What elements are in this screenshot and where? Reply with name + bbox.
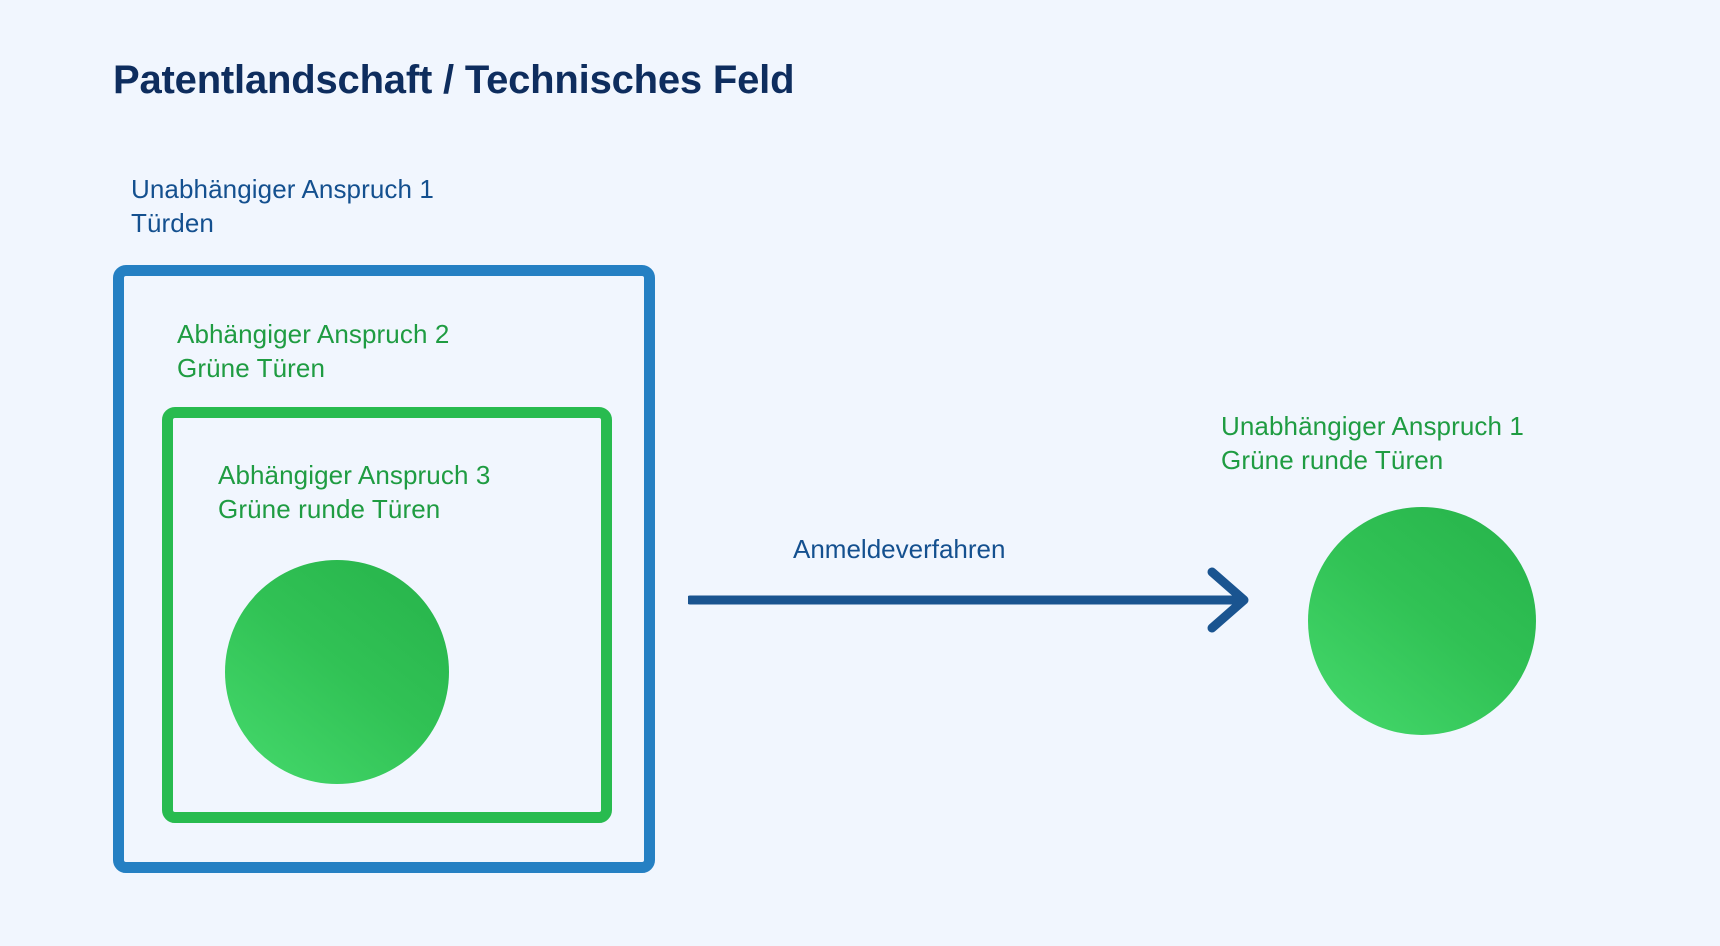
- claim-3-circle: [225, 560, 449, 784]
- result-claim-label: Unabhängiger Anspruch 1 Grüne runde Türe…: [1221, 411, 1524, 476]
- claim-1-label: Unabhängiger Anspruch 1 Türden: [131, 174, 434, 239]
- claim-3-label: Abhängiger Anspruch 3 Grüne runde Türen: [218, 460, 491, 525]
- claim-2-box: [162, 407, 612, 823]
- arrow-label: Anmeldeverfahren: [793, 534, 1006, 564]
- process-arrow-icon: [688, 567, 1249, 633]
- result-claim-circle: [1308, 507, 1536, 735]
- claim-2-label: Abhängiger Anspruch 2 Grüne Türen: [177, 319, 450, 384]
- page-title: Patentlandschaft / Technisches Feld: [113, 58, 795, 102]
- claim-1-box: [113, 265, 655, 873]
